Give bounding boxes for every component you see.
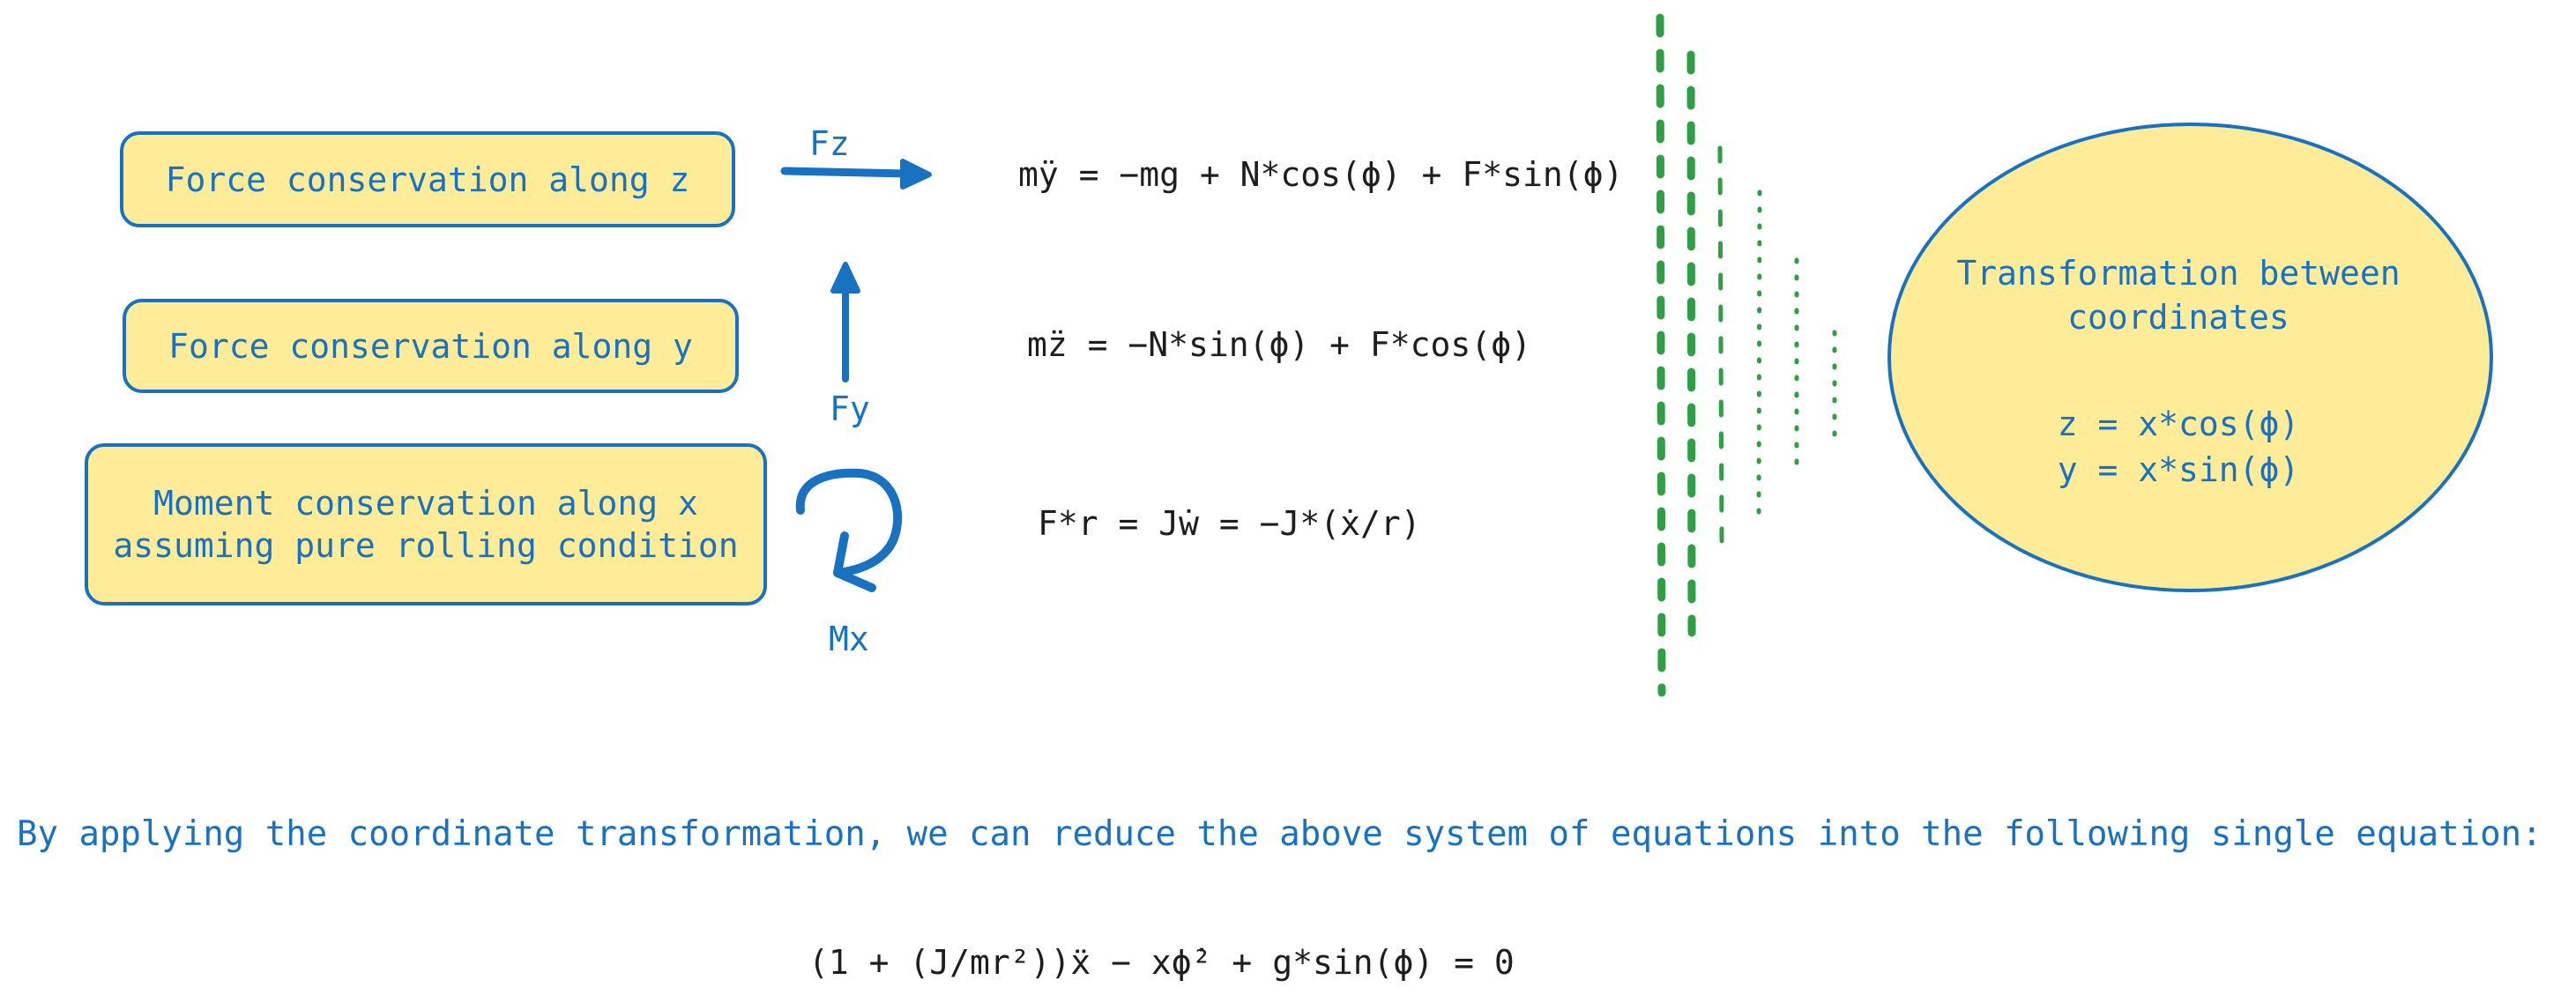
box-force-y-label: Force conservation along y [168,326,693,366]
mx-label: Mx [829,620,869,658]
transformation-eq-y: y = x*sin(ϕ) [2057,450,2300,489]
equation-z: mÿ = −mg + N*cos(ϕ) + F*sin(ϕ) [1018,155,1624,194]
equation-moment: F*r = Jẇ = −J*(ẋ/r) [1038,504,1421,543]
fz-label: Fz [809,124,850,163]
transformation-ellipse [1887,123,2493,592]
equation-y: mz̈ = −N*sin(ϕ) + F*cos(ϕ) [1027,325,1531,364]
divider-lines [1656,13,1837,697]
final-equation: (1 + (J/mr²))ẍ − xϕ̇² + g*sin(ϕ) = 0 [808,943,1515,982]
summary-text: By applying the coordinate transformatio… [17,814,2542,854]
transformation-eq-z: z = x*cos(ϕ) [2057,405,2300,443]
rotation-arrow-icon [795,468,903,592]
transformation-title: Transformation between coordinates [1956,254,2401,337]
arrow-right-icon [780,159,932,189]
box-moment-x-label: Moment conservation along x assuming pur… [113,484,739,565]
fy-label: Fy [830,390,870,428]
box-force-y: Force conservation along y [123,299,739,393]
box-force-z-label: Force conservation along z [165,160,690,199]
arrow-up-icon [830,262,860,382]
box-force-z: Force conservation along z [120,131,735,227]
box-moment-x: Moment conservation along x assuming pur… [85,443,767,605]
